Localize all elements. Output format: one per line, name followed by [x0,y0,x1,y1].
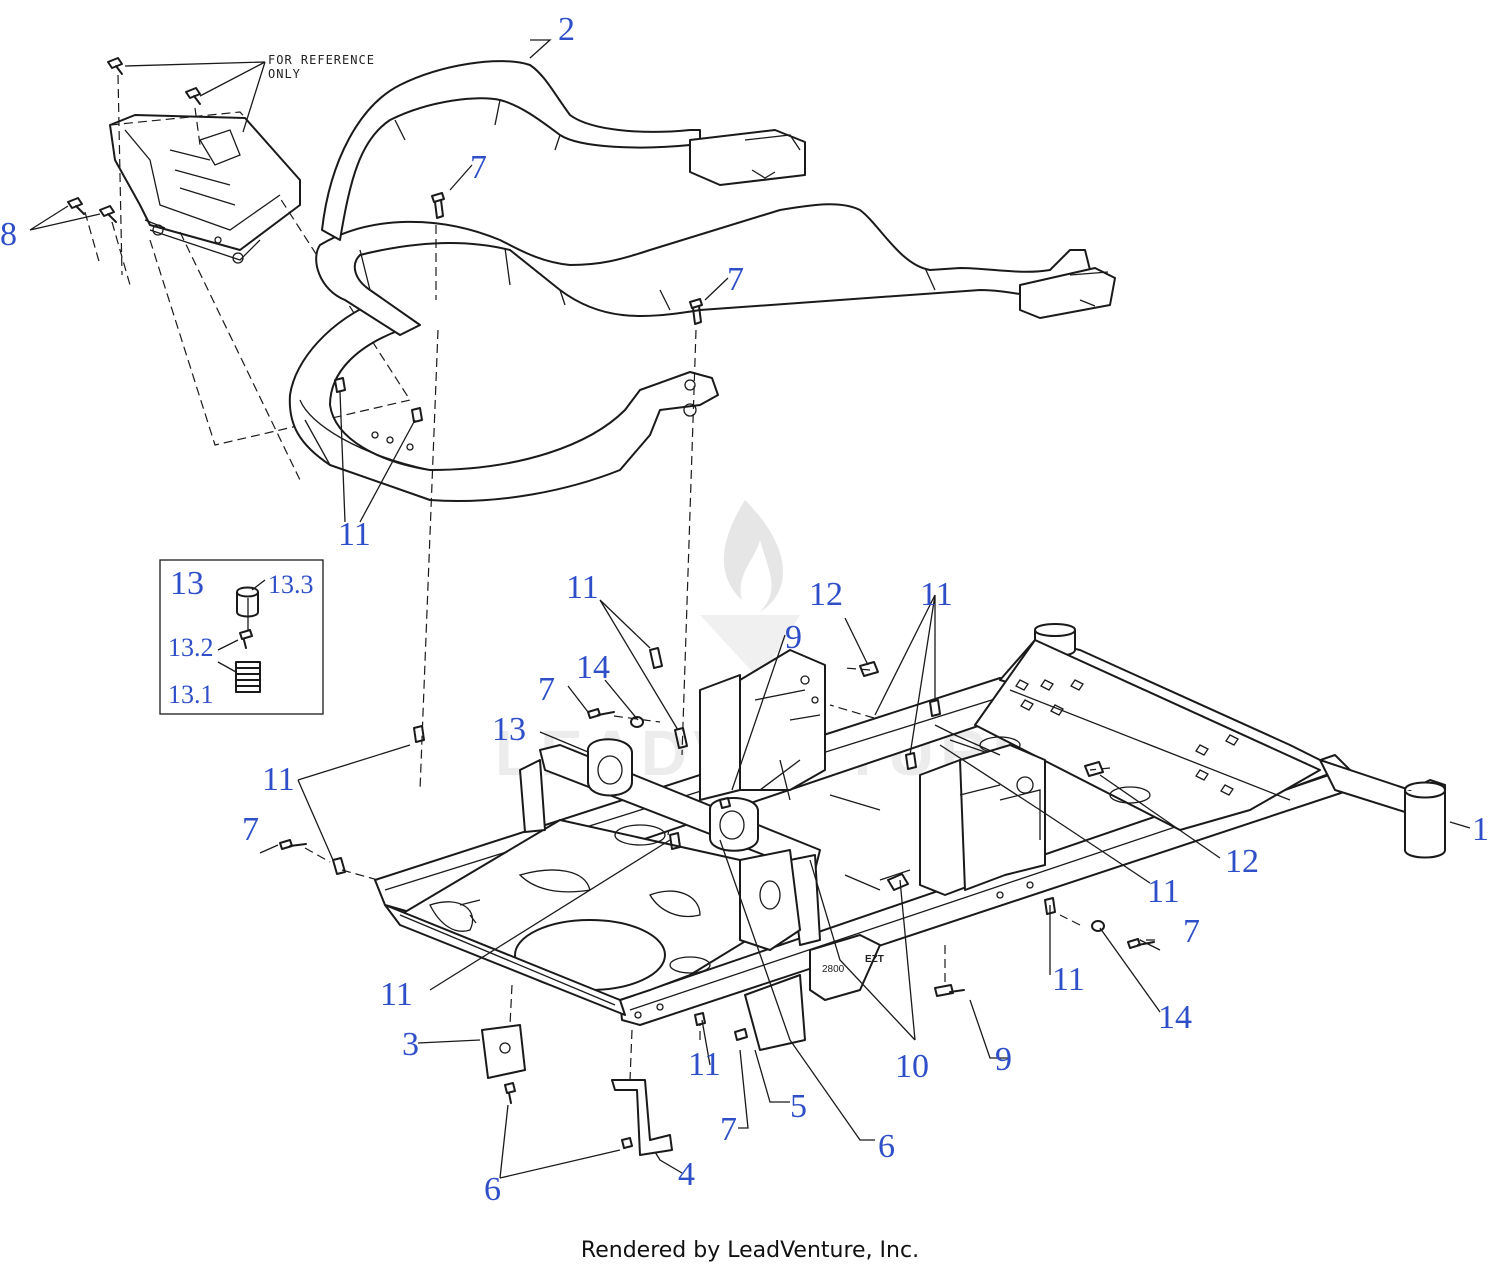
callout-11-e: 11 [1147,873,1180,910]
callout-6-a: 6 [484,1171,501,1208]
callout-3: 3 [402,1026,419,1063]
callout-13: 13 [492,711,526,748]
callout-9-b: 9 [995,1041,1012,1078]
callout-14-a: 14 [576,649,610,686]
part-8-bracket-panel [109,114,301,264]
callout-7-e: 7 [1183,913,1200,950]
deck-slots [1015,679,1239,796]
inset-13-title: 13 [170,565,204,602]
callout-7-f: 7 [720,1111,737,1148]
callout-11-c: 11 [920,576,953,613]
part-11-nuts-frame [332,647,1056,1026]
callout-10: 10 [895,1048,929,1085]
callout-7-b: 7 [727,261,744,298]
part-9-bolts [719,797,965,997]
reference-note-line1: FOR REFERENCE [268,53,375,67]
callout-11-d: 11 [262,761,295,798]
part-7-bolts-upper [431,192,703,325]
frame-stamp-model: 2800 [822,964,845,975]
callout-9-a: 9 [785,619,802,656]
callout-1: 1 [1472,811,1489,848]
part-4-bracket [611,1079,673,1156]
part-12-bushings [859,661,1104,777]
part-13-spring-mounts [586,738,759,852]
part-11-nuts-rollbar [334,377,423,423]
inset-label-13-1: 13.1 [168,680,214,709]
leader-lines [29,39,1471,1179]
part-10-pins [887,873,909,891]
part-7-bolts-lower [279,708,1155,1041]
callout-11-g: 11 [380,976,413,1013]
callout-5: 5 [790,1088,807,1125]
callout-11-a: 11 [338,516,371,553]
inset-label-13-2: 13.2 [168,633,214,662]
callout-11-f: 11 [1052,961,1085,998]
callout-7-c: 7 [538,671,555,708]
callout-4: 4 [678,1156,695,1193]
inset-label-13-3: 13.3 [268,570,314,599]
callout-12-a: 12 [809,576,843,613]
part-14-washers [630,716,1105,932]
callout-2: 2 [558,11,575,48]
callout-7-d: 7 [242,811,259,848]
callout-7-a: 7 [470,149,487,186]
callout-6-b: 6 [878,1128,895,1165]
part-1-main-frame [374,623,1446,1051]
callout-12-b: 12 [1225,843,1259,880]
reference-note-line2: ONLY [268,67,301,81]
part-2-roll-bar [288,60,1116,502]
frame-stamp-ezt: EZT [865,954,884,965]
part-8-bolts [67,57,201,223]
inset-13-box [159,559,324,715]
footer-credit: Rendered by LeadVenture, Inc. [580,1238,920,1263]
callout-11-h: 11 [688,1046,721,1083]
callout-8: 8 [0,216,17,253]
part-3-bracket [481,1024,526,1104]
callout-11-b: 11 [566,569,599,606]
callout-14-b: 14 [1158,999,1192,1036]
